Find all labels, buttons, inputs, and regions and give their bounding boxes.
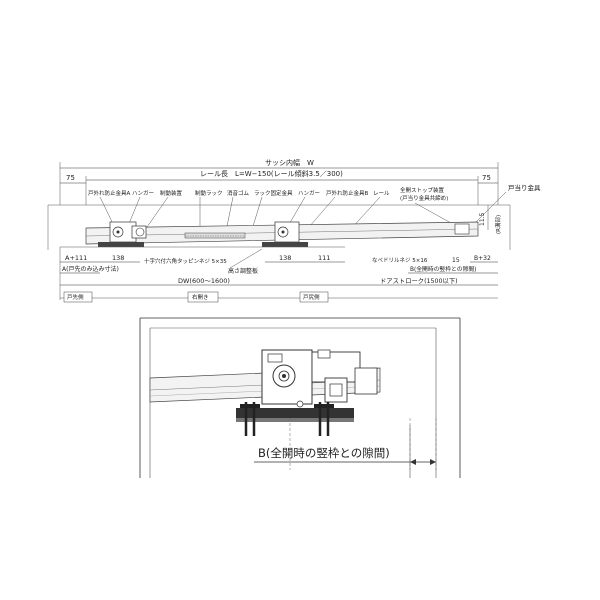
door-stroke-label: ドアストローク(1500以下) xyxy=(380,277,458,285)
detail-gap-label: B(全開時の竪枠との隙間) xyxy=(258,446,390,460)
detail-drawing: B(全開時の竪枠との隙間) xyxy=(139,317,461,478)
dim-111: 111 xyxy=(318,254,330,262)
part-anti-derail-a: 戸外れ防止金具A xyxy=(88,189,131,197)
dim-138-left: 138 xyxy=(112,254,124,262)
door-stopper-fitting-label: 戸当り金具 xyxy=(508,183,541,192)
dim-138-right: 138 xyxy=(279,254,291,262)
dim-b-plus-32: B+32 xyxy=(474,255,491,262)
dim-75-left: 75 xyxy=(66,174,75,182)
part-hanger-1: ハンガー xyxy=(132,189,154,197)
rail-length-label: レール長 L=W−150(レール傾斜3.5／300) xyxy=(200,169,343,178)
part-brake-device: 制動装置 xyxy=(160,189,183,197)
part-brake-rack: 制動ラック xyxy=(195,189,223,197)
gap-b-label: B(全開時の竪枠との隙間) xyxy=(410,265,476,273)
part-anti-derail-b: 戸外れ防止金具B xyxy=(326,189,369,197)
part-full-open-stopper-sub: (戸当り金具共締め) xyxy=(400,194,448,202)
box-left: 戸先側 xyxy=(67,293,84,301)
part-hanger-2: ハンガー xyxy=(298,189,320,197)
dim-15: 15 xyxy=(452,257,460,264)
sash-width-label: サッシ内幅 W xyxy=(265,158,314,167)
ball-screw-label: なべドリルネジ 5×16 xyxy=(372,257,428,264)
screw-cross-label: 十字穴付六角タッピンネジ 5×35 xyxy=(144,257,227,265)
box-mid-right: 戸尻側 xyxy=(303,293,320,301)
dim-a-plus-111: A+111 xyxy=(65,254,87,262)
part-damper-rubber: 消音ゴム xyxy=(227,189,250,197)
height-note: (R溝部) xyxy=(494,215,502,234)
part-rack-fixing: ラック固定金具 xyxy=(254,189,293,197)
part-rail: レール xyxy=(373,191,390,197)
top-drawing: サッシ内幅 W 75 75 レール長 L=W−150(レール傾斜3.5／300)… xyxy=(47,158,541,303)
part-full-open-stopper: 全開ストップ装置 xyxy=(400,186,445,194)
door-tip-label: A(戸先のみ込み寸法) xyxy=(62,265,119,273)
height-value: 11.5 xyxy=(479,212,486,226)
height-adjuster-label: 高さ調整板 xyxy=(228,267,258,275)
dw-label: DW(600〜1600) xyxy=(178,277,230,285)
box-mid-left: 右開き xyxy=(192,293,209,301)
dim-75-right: 75 xyxy=(482,174,491,182)
